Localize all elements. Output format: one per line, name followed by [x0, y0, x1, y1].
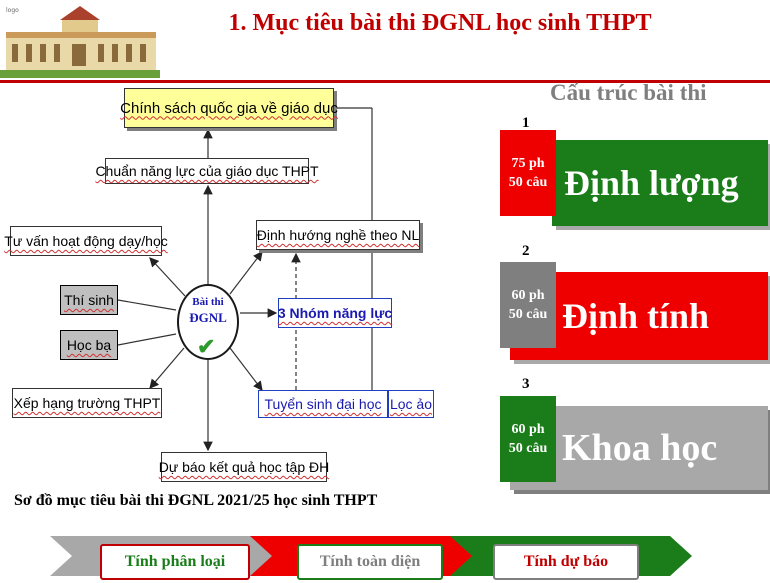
- center-label-line1: Bài thi: [192, 296, 224, 308]
- center-exam-node: Bài thi ĐGNL: [177, 284, 239, 360]
- section-meta-box: 75 ph 50 câu: [500, 130, 556, 216]
- structure-title: Cấu trúc bài thi: [550, 80, 707, 105]
- page-title: 1. Mục tiêu bài thi ĐGNL học sinh THPT: [228, 10, 652, 36]
- groups-box: 3 Nhóm năng lực: [278, 298, 392, 328]
- header-divider: [0, 80, 770, 83]
- career-box: Định hướng nghề theo NL: [256, 220, 420, 250]
- center-label-line2: ĐGNL: [189, 310, 227, 325]
- section-name-box: Định lượng: [552, 140, 768, 226]
- tag-forecast: Tính dự báo: [493, 544, 639, 580]
- section-questions: 50 câu: [508, 175, 548, 190]
- building-logo: logo: [0, 0, 160, 78]
- section-time: 60 ph: [511, 422, 545, 437]
- checkmark-icon: ✔: [197, 334, 216, 359]
- section-time: 60 ph: [511, 288, 545, 303]
- forecast-box: Dự báo kết quả học tập ĐH: [159, 452, 329, 482]
- section-number: 3: [522, 376, 530, 392]
- section-questions: 50 câu: [508, 441, 548, 456]
- section-meta-box: 60 ph 50 câu: [500, 262, 556, 348]
- svg-text:logo: logo: [6, 7, 19, 14]
- candidate-box: Thí sinh: [60, 285, 118, 315]
- section-number: 2: [522, 243, 530, 259]
- filter-box: Lọc ảo: [388, 390, 434, 418]
- section-name: Định lượng: [564, 163, 739, 203]
- section-name: Khoa học: [562, 427, 718, 469]
- transcript-box: Học bạ: [60, 330, 118, 360]
- advice-box: Tư vấn hoạt động dạy/học: [4, 226, 168, 256]
- policy-box: Chính sách quốc gia về giáo dục: [120, 88, 338, 128]
- section-meta-box: 60 ph 50 câu: [500, 396, 556, 482]
- tag-classification: Tính phân loại: [100, 544, 250, 580]
- section-name: Định tính: [562, 296, 710, 336]
- rank-box: Xếp hạng trường THPT: [12, 388, 162, 418]
- admission-box: Tuyển sinh đại học: [258, 390, 388, 418]
- section-time: 75 ph: [511, 156, 545, 171]
- section-questions: 50 câu: [508, 307, 548, 322]
- tag-comprehensiveness: Tính toàn diện: [297, 544, 443, 580]
- diagram-caption: Sơ đồ mục tiêu bài thi ĐGNL 2021/25 học …: [14, 492, 378, 509]
- section-number: 1: [522, 115, 530, 131]
- standard-box: Chuẩn năng lực của giáo dục THPT: [95, 158, 319, 184]
